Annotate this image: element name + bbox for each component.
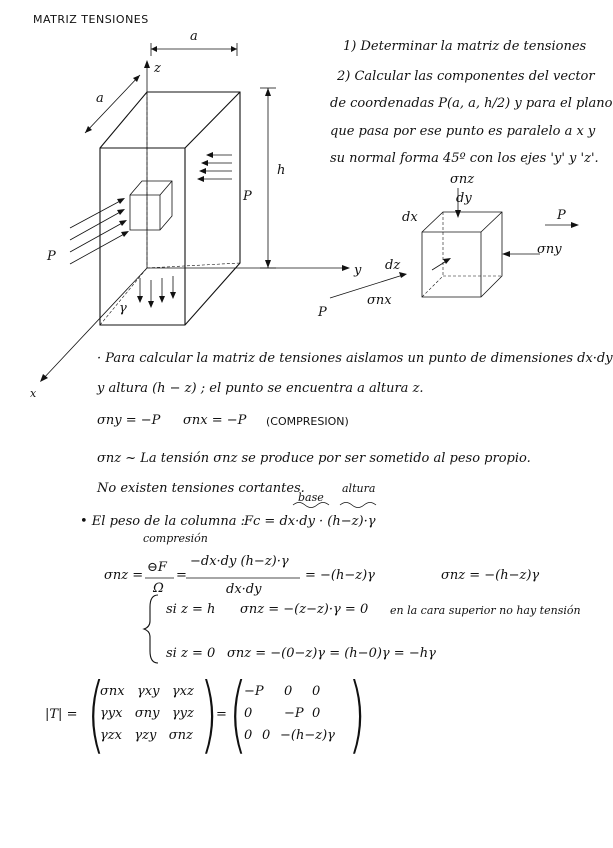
label-P-element-right: P — [557, 208, 566, 223]
label-dy: dy — [456, 191, 472, 206]
body-line-3: σnz ~ La tensión σnz se produce por ser … — [97, 451, 531, 466]
notes-page: MATRIZ TENSIONES 1) Determinar la matriz… — [30, 13, 613, 763]
matrix-cell: 0 — [312, 706, 321, 721]
label-P-left: P — [47, 249, 56, 264]
column-diagram — [40, 43, 579, 664]
frac2-numerator: −dx·dy (h−z)·γ — [190, 554, 289, 569]
matrix-cell: −(h−z)γ — [280, 728, 335, 743]
matrix-cell: γxy — [136, 684, 160, 699]
matrix-cell: −P — [284, 706, 304, 721]
label-gamma: γ — [119, 301, 127, 316]
matrix-cell: γyx — [100, 706, 123, 721]
matrix-row: σnx γxy γxz — [100, 681, 194, 703]
sigma-nx-value: σnx = −P — [183, 413, 247, 428]
case-1-note: en la cara superior no hay tensión — [390, 604, 581, 617]
case-2-condition: si z = 0 — [166, 646, 216, 661]
matrix-cell: γyz — [171, 706, 194, 721]
frac2-denominator: dx·dy — [226, 582, 262, 597]
statement-line-2: 2) Calcular las componentes del vector — [337, 69, 595, 84]
matrix-right-paren-close: ) — [348, 665, 367, 763]
matrix-cell: γzx — [100, 728, 122, 743]
label-altura: altura — [342, 482, 376, 495]
label-P-element-left: P — [318, 305, 327, 320]
matrix-cell: γxz — [171, 684, 194, 699]
body-line-4: No existen tensiones cortantes. — [97, 481, 305, 496]
body-line-1: · Para calcular la matriz de tensiones a… — [97, 351, 613, 366]
label-a-top: a — [190, 29, 198, 44]
label-P-right: P — [243, 189, 252, 204]
matrix-row: −P 0 0 — [244, 681, 335, 703]
frac1-denominator: Ω — [153, 581, 164, 596]
matrix-cell: 0 — [262, 728, 271, 743]
statement-line-3: de coordenadas P(a, a, h/2) y para el pl… — [330, 96, 613, 111]
matrix-cell: σnx — [100, 684, 125, 699]
matrix-cell: 0 — [244, 706, 253, 721]
statement-line-5: su normal forma 45º con los ejes 'y' y '… — [330, 151, 599, 166]
label-compresion: compresión — [143, 532, 208, 545]
frac1-numerator: ⊖F — [147, 560, 167, 575]
matrix-cell: σnz — [168, 728, 193, 743]
matrix-cell: −P — [244, 684, 264, 699]
case-1-expression: σnz = −(z−z)·γ = 0 — [240, 602, 369, 617]
label-a-side: a — [96, 91, 104, 106]
label-sigma-nz: σnz — [450, 172, 475, 187]
tension-matrix-label: |T| = — [45, 707, 78, 722]
label-dz: dz — [385, 258, 401, 273]
weight-formula: Fc = dx·dy · (h−z)·γ — [244, 514, 376, 529]
matrix-right-paren-open: ( — [229, 665, 248, 763]
matrix-row: γyx σny γyz — [100, 703, 194, 725]
weight-label: • El peso de la columna : — [80, 514, 246, 529]
matrix-cell: 0 — [244, 728, 253, 743]
sigma-nz-result: = −(h−z)γ — [305, 568, 375, 583]
sigma-ny-value: σny = −P — [97, 413, 161, 428]
label-x-axis: x — [30, 387, 37, 400]
sigma-nz-final: σnz = −(h−z)γ — [441, 568, 540, 583]
label-z-axis: z — [154, 61, 161, 76]
matrix-row: γzx γzy σnz — [100, 725, 194, 747]
matrix-cell: 0 — [312, 684, 321, 699]
statement-line-1: 1) Determinar la matriz de tensiones — [343, 39, 587, 54]
sigma-nz-eq-lhs: σnz = — [104, 568, 144, 583]
body-line-2: y altura (h − z) ; el punto se encuentra… — [97, 381, 424, 396]
matrix-equals: = — [216, 707, 227, 722]
matrix-row: 0 −P 0 — [244, 703, 335, 725]
label-sigma-ny: σny — [537, 242, 562, 257]
matrix-cell: σny — [134, 706, 160, 721]
page-title: MATRIZ TENSIONES — [33, 13, 149, 26]
label-h: h — [277, 163, 286, 178]
matrix-cell: γzy — [134, 728, 157, 743]
stress-matrix-symbolic: σnx γxy γxz γyx σny γyz γzx γzy σnz — [100, 681, 194, 747]
label-dx: dx — [402, 210, 418, 225]
equals-sign-1: = — [176, 568, 187, 583]
matrix-left-paren-close: ) — [200, 665, 219, 763]
statement-line-4: que pasa por ese punto es paralelo a x y — [330, 124, 596, 139]
matrix-left-paren-open: ( — [87, 665, 106, 763]
matrix-cell: 0 — [284, 684, 293, 699]
label-y-axis: y — [354, 263, 362, 278]
label-base: base — [298, 491, 324, 504]
compression-note: (COMPRESION) — [266, 415, 349, 428]
case-2-expression: σnz = −(0−z)γ = (h−0)γ = −hγ — [227, 646, 436, 661]
case-1-condition: si z = h — [166, 602, 216, 617]
label-sigma-nx: σnx — [367, 293, 392, 308]
